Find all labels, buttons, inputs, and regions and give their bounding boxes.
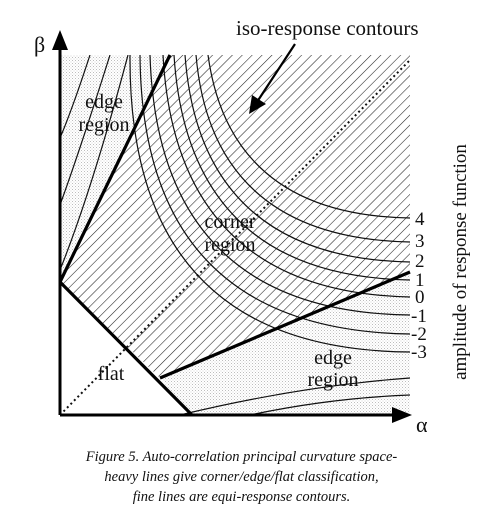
caption-line-1: Figure 5. Auto-correlation principal cur…	[85, 449, 398, 465]
level-label-4: 4	[415, 209, 425, 230]
figure-caption: Figure 5. Auto-correlation principal cur…	[0, 447, 483, 507]
level-label-2: 2	[415, 251, 425, 272]
contour-1	[173, 55, 410, 281]
pointer-arrow	[249, 43, 296, 114]
side-axis-label: amplitude of response function	[450, 144, 471, 380]
caption-line-2: heavy lines give corner/edge/flat classi…	[104, 469, 379, 485]
level-label-0: 0	[415, 287, 425, 308]
edge-region-label-top-line2: region	[78, 114, 129, 136]
diagonal-line	[59, 59, 411, 416]
contour-0	[162, 55, 410, 298]
contour-2	[184, 55, 410, 263]
boundary-flat	[58, 280, 194, 417]
corner-region-label: corner region	[204, 211, 255, 256]
x-axis-arrowhead	[392, 407, 412, 423]
contour-level-labels: 4 3 2 1 0 -1 -2 -3	[411, 209, 427, 363]
level-label-minus-2: -2	[411, 324, 427, 345]
boundary-corner-edge-upper	[58, 54, 172, 283]
edge-region-label-bottom-line1: edge	[314, 347, 352, 369]
contour-m2	[139, 55, 410, 335]
y-axis-arrowhead	[52, 30, 68, 50]
y-axis-label: β	[34, 32, 45, 57]
x-axis-label: α	[416, 412, 428, 437]
curvature-space-diagram: iso-response contours β α edge region co…	[34, 16, 471, 437]
caption-line-3: fine lines are equi-response contours.	[132, 489, 351, 505]
contour-edge-b	[60, 55, 111, 206]
level-label-3: 3	[415, 231, 425, 252]
edge-region-label-bottom: edge region	[307, 347, 358, 391]
contour-edge-e	[249, 394, 410, 415]
edge-region-label-top-line1: edge	[85, 91, 123, 113]
diagram-title: iso-response contours	[236, 16, 419, 40]
edge-region-label-bottom-line2: region	[307, 369, 358, 391]
flat-region-label: flat	[98, 363, 125, 385]
contour-edge-d	[179, 377, 410, 415]
corner-region-label-line2: region	[204, 234, 255, 256]
level-label-minus-1: -1	[411, 306, 427, 327]
axes	[52, 30, 412, 423]
contour-edge-a	[60, 55, 129, 271]
level-label-1: 1	[415, 270, 425, 291]
classification-boundaries	[58, 54, 411, 417]
contour-3	[195, 55, 410, 243]
contour-edge-c	[60, 55, 91, 139]
level-label-minus-3: -3	[411, 342, 427, 363]
edge-region-label-top: edge region	[78, 91, 129, 136]
contour-4	[207, 55, 410, 219]
corner-region-label-line1: corner	[204, 211, 255, 233]
contour-m1	[149, 55, 410, 316]
boundary-corner-edge-lower	[159, 270, 411, 380]
